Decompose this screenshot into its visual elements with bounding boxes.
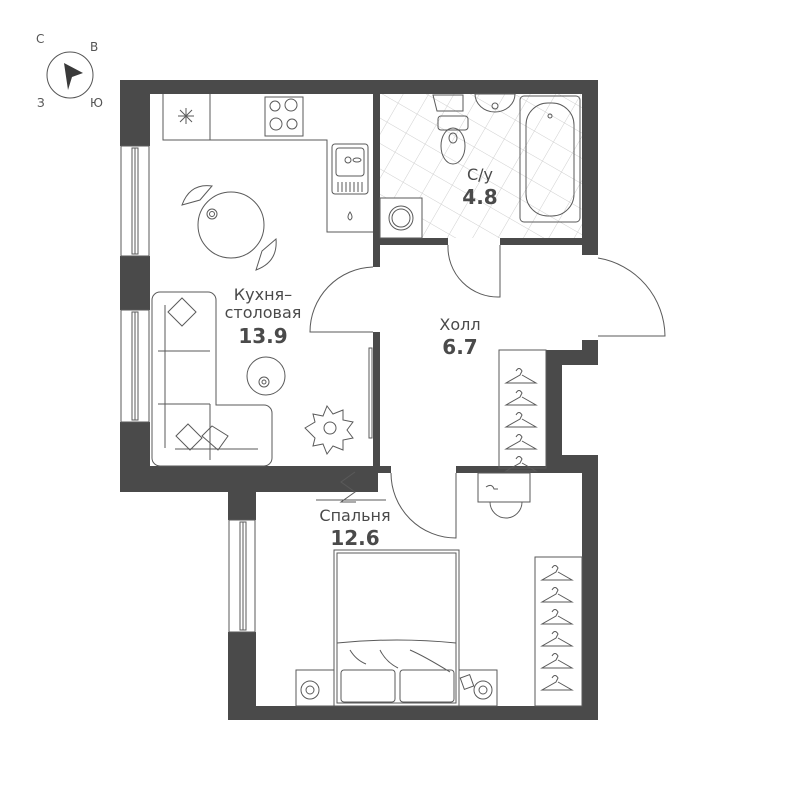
room-area: 6.7 bbox=[442, 335, 478, 360]
window-kitchen-top bbox=[120, 145, 150, 257]
nightstand-left bbox=[295, 669, 335, 707]
room-area: 4.8 bbox=[462, 185, 498, 210]
room-label-bedroom: Спальня 12.6 bbox=[310, 506, 400, 551]
room-name: Спальня bbox=[319, 506, 391, 525]
stove-icon bbox=[264, 96, 304, 137]
door-bedroom bbox=[390, 472, 457, 539]
plant-icon bbox=[304, 404, 354, 456]
hanger-icons bbox=[540, 565, 574, 691]
hall-wardrobe bbox=[498, 349, 547, 472]
door-bathroom bbox=[447, 244, 501, 298]
bedroom-wardrobe bbox=[534, 556, 583, 707]
dressing-table bbox=[477, 472, 531, 519]
sink-icon bbox=[331, 143, 369, 195]
kitchen-counter bbox=[162, 94, 373, 233]
room-label-hall: Холл 6.7 bbox=[425, 315, 495, 360]
room-label-bathroom: С/у 4.8 bbox=[450, 165, 510, 210]
room-area: 13.9 bbox=[238, 323, 288, 348]
room-name: столовая bbox=[224, 303, 302, 323]
room-name: С/у bbox=[466, 165, 494, 184]
compass-north: С bbox=[36, 32, 45, 46]
room-name: Кухня– bbox=[233, 285, 293, 304]
room-area: 12.6 bbox=[330, 526, 380, 551]
walls bbox=[120, 80, 598, 720]
compass-east: В bbox=[90, 40, 99, 54]
compass-west: З bbox=[37, 96, 45, 110]
bathtub-icon bbox=[519, 95, 581, 223]
sliding-door bbox=[368, 347, 373, 439]
room-label-kitchen: Кухня– столовая 13.9 bbox=[208, 285, 318, 348]
window-bedroom bbox=[228, 519, 256, 633]
dining-table bbox=[181, 185, 277, 271]
room-name: Холл bbox=[439, 315, 481, 334]
washing-machine-icon bbox=[379, 197, 423, 239]
sofa bbox=[151, 291, 273, 467]
double-bed bbox=[333, 549, 460, 707]
washbasin-icon bbox=[474, 93, 516, 113]
nightstand-right bbox=[458, 669, 498, 707]
hanger-icons bbox=[504, 368, 538, 472]
toilet-icon bbox=[432, 94, 469, 165]
door-entrance bbox=[597, 257, 666, 337]
compass bbox=[46, 51, 94, 99]
coffee-table bbox=[246, 356, 286, 396]
window-kitchen-bottom bbox=[120, 309, 150, 423]
door-kitchen bbox=[309, 266, 374, 333]
compass-south: Ю bbox=[90, 96, 103, 110]
partition-zigzag bbox=[316, 471, 386, 503]
north-arrow-icon bbox=[64, 63, 83, 90]
fridge-icon bbox=[178, 108, 194, 124]
water-drop-icon bbox=[347, 211, 353, 221]
